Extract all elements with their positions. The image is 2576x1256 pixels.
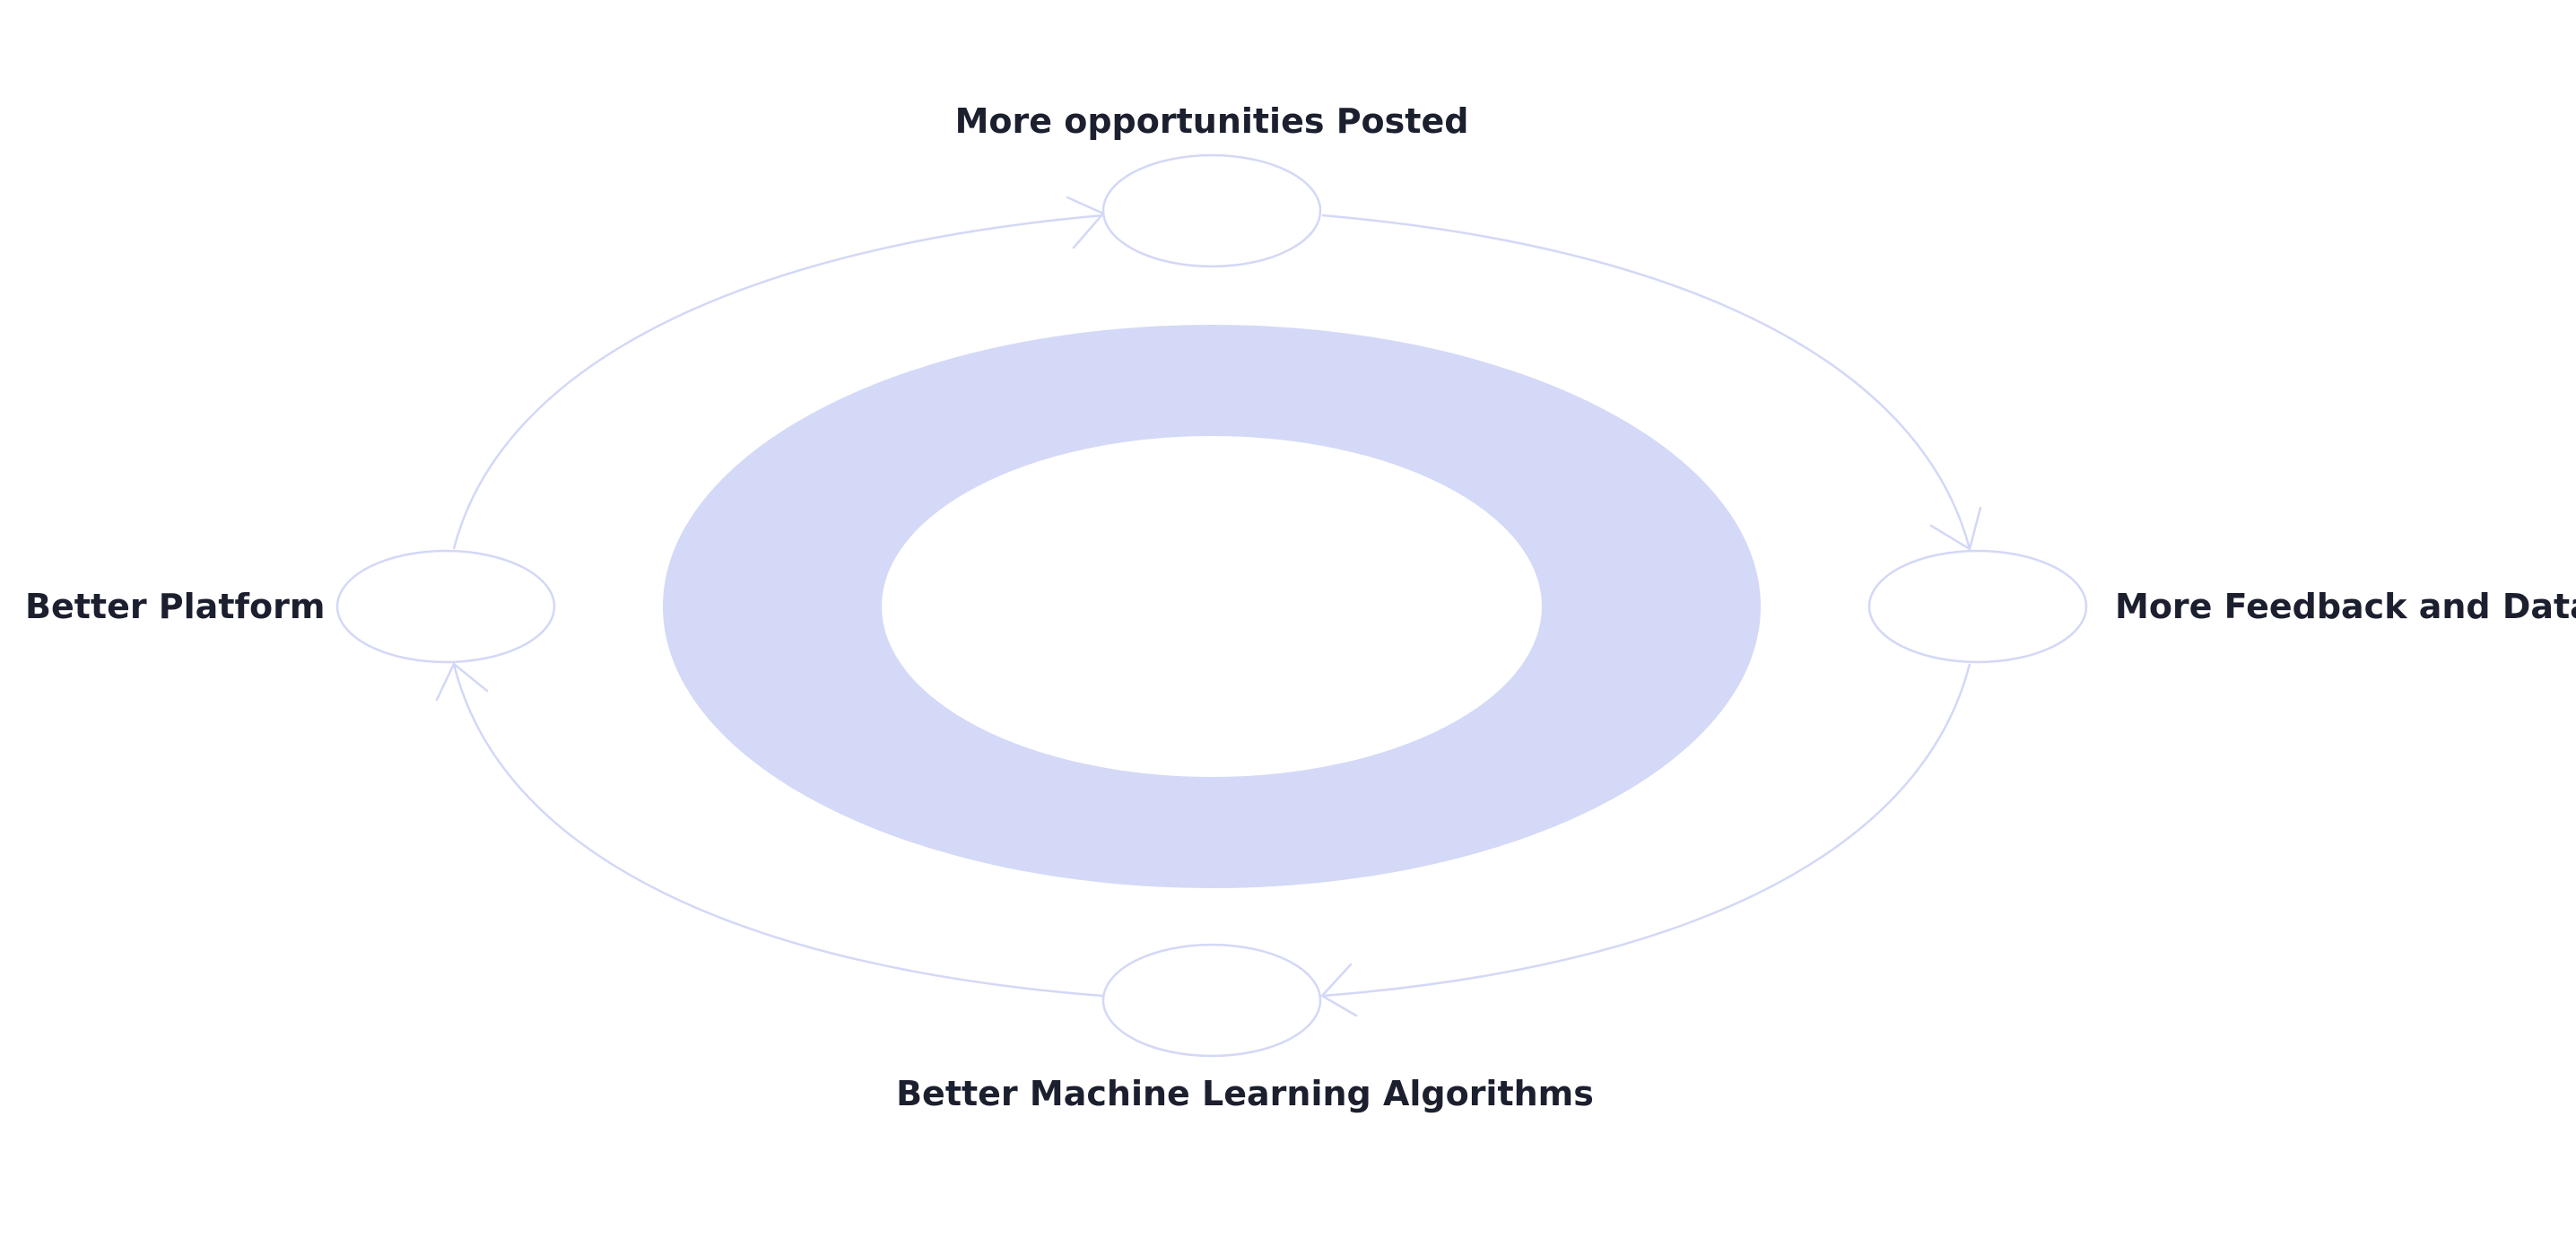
cycle-arcs bbox=[452, 214, 1971, 998]
node-right-ellipse bbox=[1867, 549, 2088, 664]
node-left-ellipse bbox=[335, 549, 556, 664]
arc-bottom-to-left bbox=[452, 663, 1104, 998]
node-right-label: More Feedback and Data bbox=[2115, 587, 2576, 626]
node-top-label: More opportunities Posted bbox=[955, 101, 1469, 141]
arc-right-to-bottom bbox=[1321, 663, 1971, 998]
center-ring bbox=[663, 325, 1761, 888]
node-left-label: Better Platform bbox=[25, 587, 325, 626]
node-bottom: Better Machine Learning Algorithms bbox=[896, 943, 1594, 1113]
arrow-into-right-node bbox=[1929, 506, 1982, 551]
arrow-into-left-node bbox=[435, 662, 489, 702]
node-left: Better Platform bbox=[25, 549, 556, 664]
center-ring-inner bbox=[882, 436, 1542, 777]
arrow-into-top-node bbox=[1066, 196, 1106, 249]
node-top-ellipse bbox=[1101, 153, 1322, 268]
node-bottom-ellipse bbox=[1101, 943, 1322, 1058]
node-bottom-label: Better Machine Learning Algorithms bbox=[896, 1074, 1594, 1113]
arc-left-to-top bbox=[452, 214, 1104, 550]
node-right: More Feedback and Data bbox=[1867, 549, 2576, 664]
arrow-into-bottom-node bbox=[1320, 963, 1358, 1017]
node-top: More opportunities Posted bbox=[955, 101, 1469, 268]
arc-top-to-right bbox=[1321, 214, 1971, 550]
